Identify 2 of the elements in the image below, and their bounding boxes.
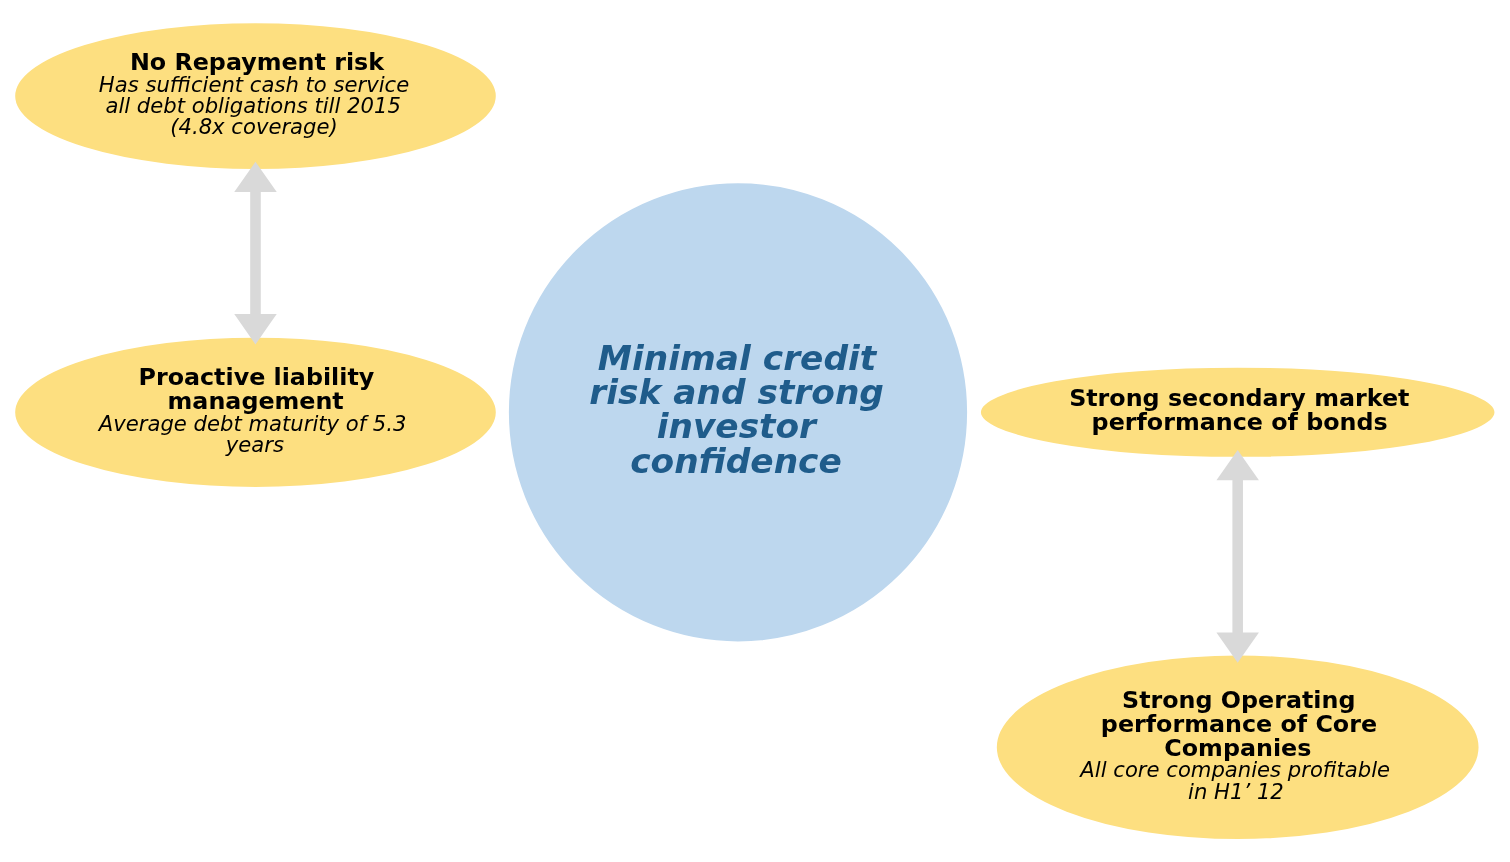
arrow: [1216, 449, 1259, 663]
arrow: [234, 161, 277, 345]
